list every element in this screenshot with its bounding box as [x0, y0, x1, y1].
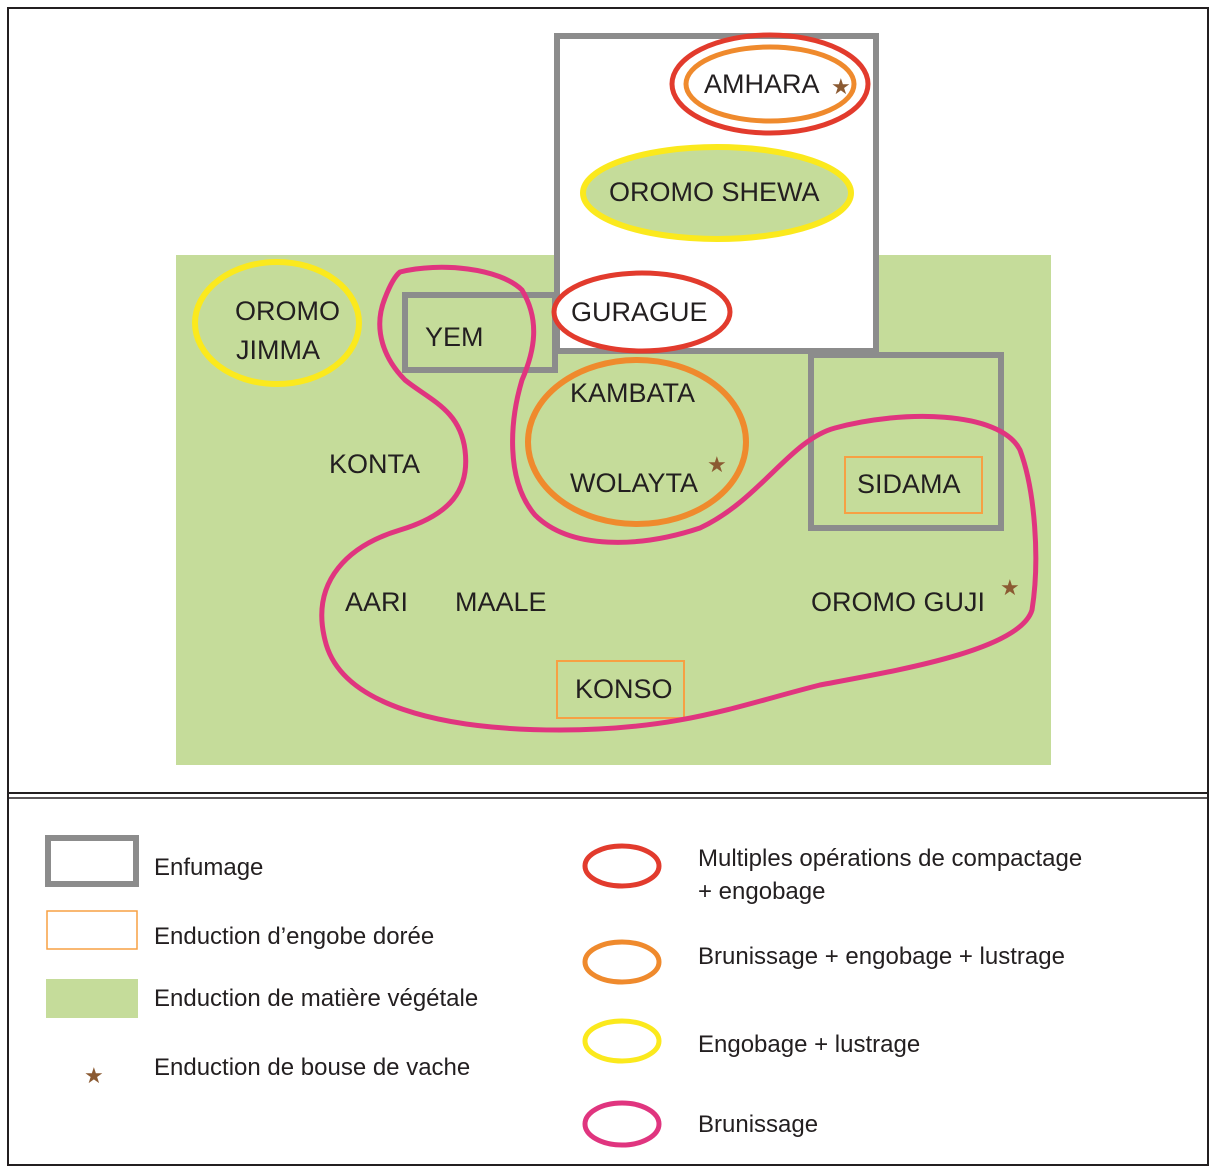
legend-swatch-engobage-lustrage — [582, 1018, 662, 1064]
group-label-sidama: SIDAMA — [857, 469, 961, 499]
slip-polish-outline-oromo-jimma — [192, 259, 362, 387]
legend-label-engobage-lustrage: Engobage + lustrage — [698, 1031, 920, 1058]
outer-frame — [7, 7, 1209, 1166]
legend-label-brunissage: Brunissage — [698, 1111, 818, 1138]
legend-label-engobe-doree: Enduction d’engobe dorée — [154, 923, 434, 950]
compaction-outline-gurague — [551, 270, 733, 354]
group-label-aari: AARI — [345, 587, 408, 617]
legend-swatch-vegetale — [46, 979, 138, 1018]
legend-label-brunissage-engobage-lustrage: Brunissage + engobage + lustrage — [698, 943, 1065, 970]
group-label-wolayta: WOLAYTA — [570, 468, 698, 498]
legend-label-enfumage: Enfumage — [154, 854, 263, 881]
cow-dung-star-amhara: ★ — [831, 75, 851, 100]
group-label-yem: YEM — [425, 322, 484, 352]
group-label-gurague: GURAGUE — [571, 297, 708, 327]
group-label-amhara: AMHARA — [704, 69, 820, 99]
legend-swatch-enfumage — [45, 835, 139, 887]
burnishing-slip-polish-outline-amhara — [683, 44, 857, 124]
golden-slip-box-sidama — [844, 456, 983, 514]
compaction-outline-amhara — [669, 32, 871, 136]
group-label-konso: KONSO — [575, 674, 673, 704]
group-label-oromo-guji: OROMO GUJI — [811, 587, 985, 617]
group-label-maale: MAALE — [455, 587, 547, 617]
group-label-kambata: KAMBATA — [570, 378, 695, 408]
cow-dung-star-oromo-guji: ★ — [1000, 576, 1020, 601]
slip-polish-outline-oromo-shewa — [580, 144, 854, 242]
smoking-box-yem — [402, 292, 558, 373]
group-label-oromo-jimma-line2: JIMMA — [236, 335, 320, 365]
legend-label-vegetale: Enduction de matière végétale — [154, 985, 478, 1012]
golden-slip-box-konso — [556, 660, 685, 719]
legend-swatch-brunissage-engobage-lustrage — [582, 939, 662, 985]
legend-swatch-compactage — [582, 843, 662, 889]
legend-swatch-brunissage — [582, 1100, 662, 1148]
legend-label-compactage-line2: + engobage — [698, 878, 825, 905]
legend-swatch-engobe-doree — [46, 910, 138, 950]
burnishing-outline-west — [319, 264, 1039, 733]
burnishing-slip-polish-outline-kambata-wolayta — [525, 357, 749, 527]
cow-dung-star-wolayta: ★ — [707, 453, 727, 478]
group-label-oromo-jimma-line1: OROMO — [235, 296, 340, 326]
legend-label-bouse: Enduction de bouse de vache — [154, 1054, 470, 1081]
legend-star-bouse: ★ — [84, 1064, 104, 1089]
group-label-konta: KONTA — [329, 449, 420, 479]
group-label-oromo-shewa: OROMO SHEWA — [609, 177, 820, 207]
legend-label-compactage-line1: Multiples opérations de compactage — [698, 845, 1082, 872]
